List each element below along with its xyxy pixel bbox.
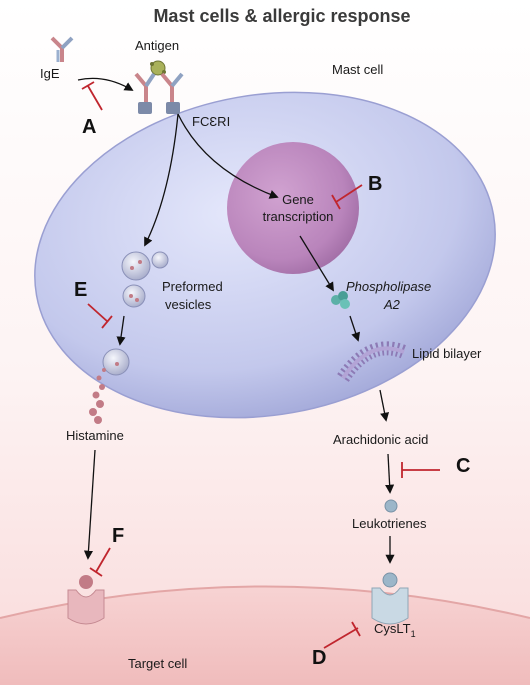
arrow-to-exocytosis [116, 315, 126, 346]
svg-text:C: C [456, 455, 470, 477]
lipid-bilayer-icon [337, 341, 407, 383]
arrow-receptor-to-nucleus [177, 113, 279, 199]
inhibitor-b: B [331, 173, 382, 210]
arrow-to-lipid-bilayer [349, 315, 361, 342]
page-title: Mast cells & allergic response [153, 6, 410, 26]
label-lipid-bilayer: Lipid bilayer [412, 346, 482, 361]
label-cyslt: CysLT1 [374, 621, 416, 639]
label-phospholipase: Phospholipase [346, 279, 431, 294]
preformed-vesicles-icon [121, 251, 169, 308]
label-mast-cell: Mast cell [332, 62, 383, 77]
ige-antibody-icon [50, 36, 74, 62]
arrow-to-arachidonic [379, 389, 390, 422]
phospholipase-icon [331, 291, 350, 309]
label-vesicles: vesicles [165, 297, 212, 312]
arrow-to-phospholipase [299, 235, 334, 292]
label-a2: A2 [383, 297, 401, 312]
svg-text:A: A [82, 116, 96, 138]
exocytosis-vesicle-icon [102, 348, 130, 376]
inhibitor-d: D [312, 621, 361, 669]
bound-ige-icon [134, 72, 184, 102]
histamine-granules [89, 368, 106, 424]
label-target-cell: Target cell [128, 656, 187, 671]
label-preformed: Preformed [162, 279, 223, 294]
arrow-histamine-to-receptor [83, 449, 96, 560]
nucleus [227, 142, 359, 274]
inhibitor-c: C [401, 455, 470, 478]
label-fcer1: FCƐRI [192, 114, 230, 129]
antigen-icon [150, 60, 166, 76]
svg-text:D: D [312, 647, 326, 669]
label-transcription: transcription [263, 209, 334, 224]
label-gene: Gene [282, 192, 314, 207]
label-leukotrienes: Leukotrienes [352, 516, 427, 531]
svg-text:B: B [368, 173, 382, 195]
arrow-to-leukotriene [385, 453, 395, 494]
histamine-receptor-icon [67, 575, 105, 625]
svg-text:F: F [112, 525, 124, 547]
fcer1-receptor-icon [138, 102, 180, 114]
inhibitor-a: A [81, 81, 103, 138]
svg-text:E: E [74, 279, 87, 301]
label-arachidonic-acid: Arachidonic acid [333, 432, 428, 447]
cyslt1-receptor-icon [371, 572, 409, 625]
label-histamine: Histamine [66, 428, 124, 443]
arrow-receptor-to-vesicles [144, 113, 179, 247]
label-ige: IgE [40, 66, 60, 81]
inhibitor-e: E [74, 279, 113, 329]
label-antigen: Antigen [135, 38, 179, 53]
leukotriene-molecule-icon [384, 499, 398, 513]
inhibitor-f: F [89, 525, 124, 577]
arrow-ige-to-receptor [77, 77, 134, 91]
